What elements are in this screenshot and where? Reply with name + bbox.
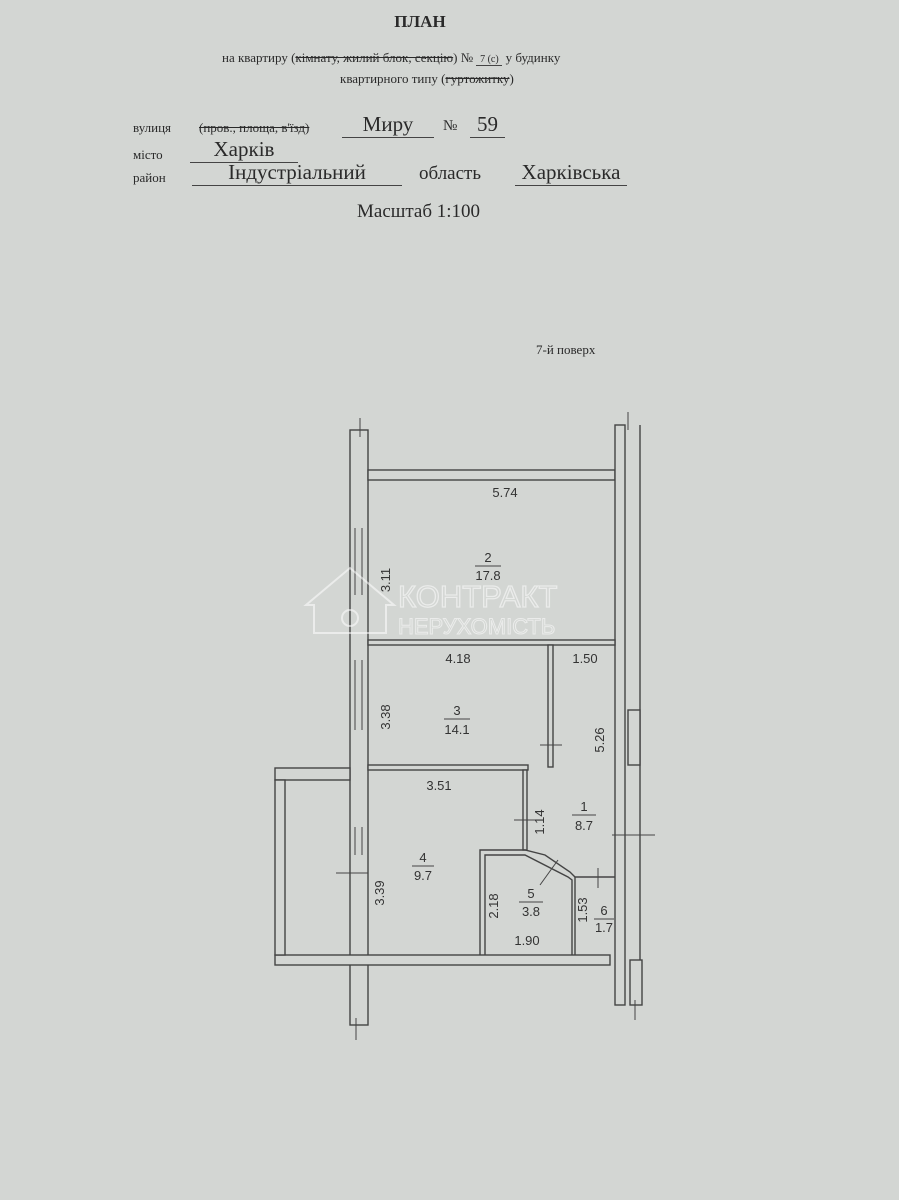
room-4-number: 4 [419,850,426,865]
door-marks [336,412,655,1040]
page-title: ПЛАН [394,12,446,31]
room-1-area: 8.7 [575,818,593,833]
dim-3-11: 3.11 [378,568,393,592]
balcony-side-wall [274,779,286,956]
room-6-area: 1.7 [595,920,613,935]
subtitle-suffix: у будинку [505,50,561,65]
scale-label: Масштаб 1:100 [357,201,481,222]
dimension-labels: 5.74 3.11 4.18 1.50 3.38 5.26 3.51 1.14 … [372,485,607,948]
watermark-line2: НЕРУХОМІСТЬ [398,614,555,639]
house-label: № [443,118,458,134]
wall-5-inner [484,854,573,955]
subtitle-struck: кімнату, жилий блок, секцію [295,50,454,65]
subtitle-line2-suffix: ) [509,71,514,86]
room-4-area: 9.7 [414,868,432,883]
region-label: область [419,163,482,184]
room-2-area: 17.8 [475,568,500,583]
room-5-number: 5 [527,886,534,901]
subtitle-line1: на квартиру (кімнату, жилий блок, секцію… [222,50,560,66]
dim-1-53: 1.53 [575,897,590,922]
watermark-house-icon [303,566,397,634]
dim-2-18: 2.18 [486,893,501,918]
dim-3-38: 3.38 [378,704,393,729]
bottom-wall [274,954,611,966]
city-value: Харків [190,137,298,163]
room-2-number: 2 [484,550,491,565]
region-value: Харківська [515,160,627,186]
dim-3-39: 3.39 [372,880,387,905]
dim-1-50: 1.50 [572,651,597,666]
stair-niche [629,959,643,1006]
dim-1-14: 1.14 [532,809,547,834]
room-1-number: 1 [580,799,587,814]
left-outer-wall [349,429,369,1026]
dim-4-18: 4.18 [445,651,470,666]
right-wall [614,424,626,1006]
entrance-niche [627,709,641,766]
dim-3-51: 3.51 [426,778,451,793]
apartment-number: 7 (с) [476,54,503,66]
wall-3-4 [367,764,529,771]
street-label: вулиця [133,120,172,135]
street-struck: (пров., площа, в'їзд) [199,120,310,135]
room-5-area: 3.8 [522,904,540,919]
city-label: місто [133,147,163,162]
watermark: КОНТРАКТ НЕРУХОМІСТЬ [303,566,558,640]
dim-1-90: 1.90 [514,933,539,948]
district-value: Індустріальний [192,160,402,186]
wall-2-3 [367,639,616,646]
floor-label: 7-й поверх [536,342,596,357]
dim-5-26: 5.26 [592,727,607,752]
watermark-line1: КОНТРАКТ [398,579,557,614]
room-3-area: 14.1 [444,722,469,737]
top-wall [367,469,616,481]
subtitle-prefix: на квартиру ( [222,50,296,65]
subtitle-line2: квартирного типу (гуртожитку) [340,71,514,87]
windows [354,528,363,855]
subtitle-mid: ) № [453,50,474,65]
balcony-top-wall [274,767,351,781]
wall-3-1 [547,644,554,768]
subtitle-line2-prefix: квартирного типу ( [340,71,446,86]
room-labels: 2 17.8 3 14.1 1 8.7 4 9.7 5 3.8 6 1.7 [412,550,614,935]
room-6-number: 6 [600,903,607,918]
district-label: район [133,170,166,185]
subtitle-line2-struck: гуртожитку [445,71,510,86]
dim-5-74: 5.74 [492,485,517,500]
house-value: 59 [470,112,505,138]
street-value: Миру [342,112,434,138]
room-3-number: 3 [453,703,460,718]
wall-4-1 [522,769,528,851]
